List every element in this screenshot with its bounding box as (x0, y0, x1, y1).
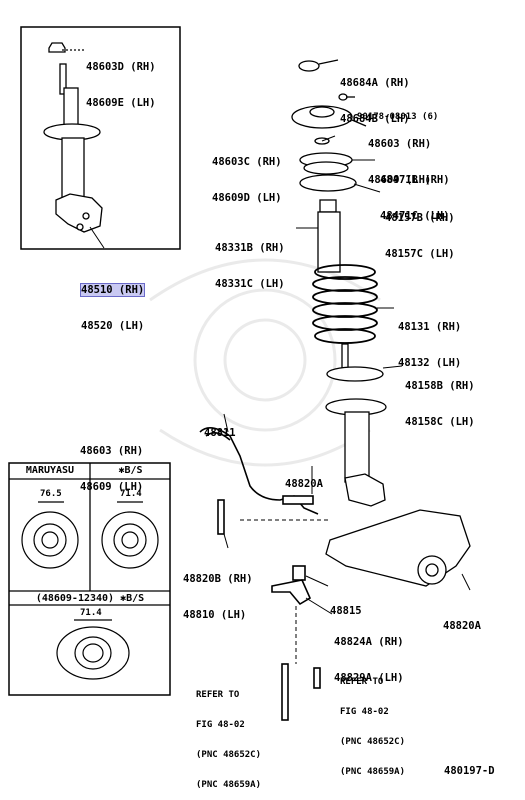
dim-76-5: 76.5 (40, 489, 62, 499)
upper-components (291, 59, 367, 273)
label-48603: 48603 (RH) 48609 (LH) (368, 114, 431, 198)
exploded-parts-diagram (8, 26, 471, 721)
table-header-maruyasu: MARUYASU (25, 465, 75, 476)
label-48684: 48684A (RH) 48684B (LH) (340, 53, 410, 137)
strut-box-frame (20, 26, 181, 250)
label-line: 48603C (RH) (212, 156, 282, 168)
label-refer-left: REFER TO FIG 48-02 (PNC 48652C) (PNC 486… (196, 670, 261, 800)
label-line: REFER TO (196, 690, 240, 700)
label-line: 48603 (RH) (80, 445, 144, 457)
table-header-bs: ✱B/S (118, 465, 143, 476)
label-line: 48609E (LH) (86, 97, 156, 109)
label-line: 48131 (RH) (398, 321, 462, 333)
label-line: 48158B (RH) (405, 380, 475, 392)
label-line: 48331B (RH) (215, 242, 285, 254)
watermark (149, 258, 381, 467)
label-48820a-top: 48820A (285, 454, 323, 502)
label-line: 48132 (LH) (398, 357, 462, 369)
label-48131: 48131 (RH) 48132 (LH) (398, 297, 461, 381)
label-line: REFER TO (340, 677, 384, 687)
label-line: 48815 (330, 605, 362, 617)
coil-spring (312, 264, 378, 344)
label-line: FIG 48-02 (340, 707, 389, 717)
label-line: (PNC 48659A) (340, 767, 406, 777)
label-line: 48609 (LH) (368, 174, 432, 186)
label-48811: 48811 (204, 403, 236, 451)
label-line: 48810 (LH) (183, 609, 247, 621)
table-header-bottom: (48609-12340) ✱B/S (35, 593, 145, 604)
label-line: 48820B (RH) (183, 573, 253, 585)
label-line: 48684B (LH) (340, 113, 410, 125)
label-line: 48609D (LH) (212, 192, 282, 204)
label-line: FIG 48-02 (196, 720, 245, 730)
dim-71-4-top: 71.4 (120, 489, 142, 499)
label-line: 48824A (RH) (334, 636, 404, 648)
label-line: 48609 (LH) (80, 481, 144, 493)
label-48824: 48824A (RH) 48829A (LH) (334, 612, 404, 696)
label-line: (PNC 48652C) (196, 750, 262, 760)
label-48603c: 48603C (RH) 48609D (LH) (212, 132, 282, 216)
label-48158: 48158B (RH) 48158C (LH) (405, 356, 475, 440)
dim-71-4-bottom: 71.4 (80, 608, 102, 618)
label-48603d: 48603D (RH) 48609E (LH) (86, 37, 156, 121)
label-line: 48471B (RH) (380, 174, 450, 186)
strut-assembly-small (43, 42, 103, 233)
label-48820b: 48820B (RH) 48810 (LH) (183, 549, 253, 633)
label-line: 48820A (285, 478, 323, 490)
label-90178: 90178-08013 (6) (357, 92, 438, 132)
label-line: 48331C (LH) (215, 278, 285, 290)
label-48815: 48815 (330, 581, 362, 629)
label-line: 48157B (RH) (385, 212, 455, 224)
label-line: (PNC 48652C) (340, 737, 406, 747)
label-48603-left: 48603 (RH) 48609 (LH) (80, 421, 143, 505)
label-line: (PNC 48659A) (196, 780, 262, 790)
label-line: 48471C (LH) (380, 210, 450, 222)
label-48820a-right: 48820A (443, 596, 481, 644)
label-line: 48829A (LH) (334, 672, 404, 684)
label-48331: 48331B (RH) 48331C (LH) (215, 218, 285, 302)
label-48520[interactable]: 48520 (LH) (81, 320, 145, 332)
mount-drawings (21, 501, 159, 680)
label-line: 48811 (204, 427, 236, 439)
leader-lines (223, 135, 471, 664)
label-line: 90178-08013 (6) (357, 112, 439, 122)
label-48510-main[interactable]: 48510 (RH) 48520 (LH) (79, 260, 146, 344)
diagram-code: 480197-D (444, 741, 495, 789)
label-line: 48157C (LH) (385, 248, 455, 260)
label-line: 48158C (LH) (405, 416, 475, 428)
label-line: 48684A (RH) (340, 77, 410, 89)
label-line: 48603 (RH) (368, 138, 432, 150)
label-line: 48603D (RH) (86, 61, 156, 73)
label-line: 480197-D (444, 765, 495, 777)
label-48157: 48157B (RH) 48157C (LH) (385, 188, 455, 272)
label-line: 48820A (443, 620, 481, 632)
stabilizer-bar (199, 427, 321, 721)
label-48510-highlighted[interactable]: 48510 (RH) (79, 283, 146, 297)
label-48471: 48471B (RH) 48471C (LH) (380, 150, 450, 234)
lower-strut (325, 343, 471, 587)
